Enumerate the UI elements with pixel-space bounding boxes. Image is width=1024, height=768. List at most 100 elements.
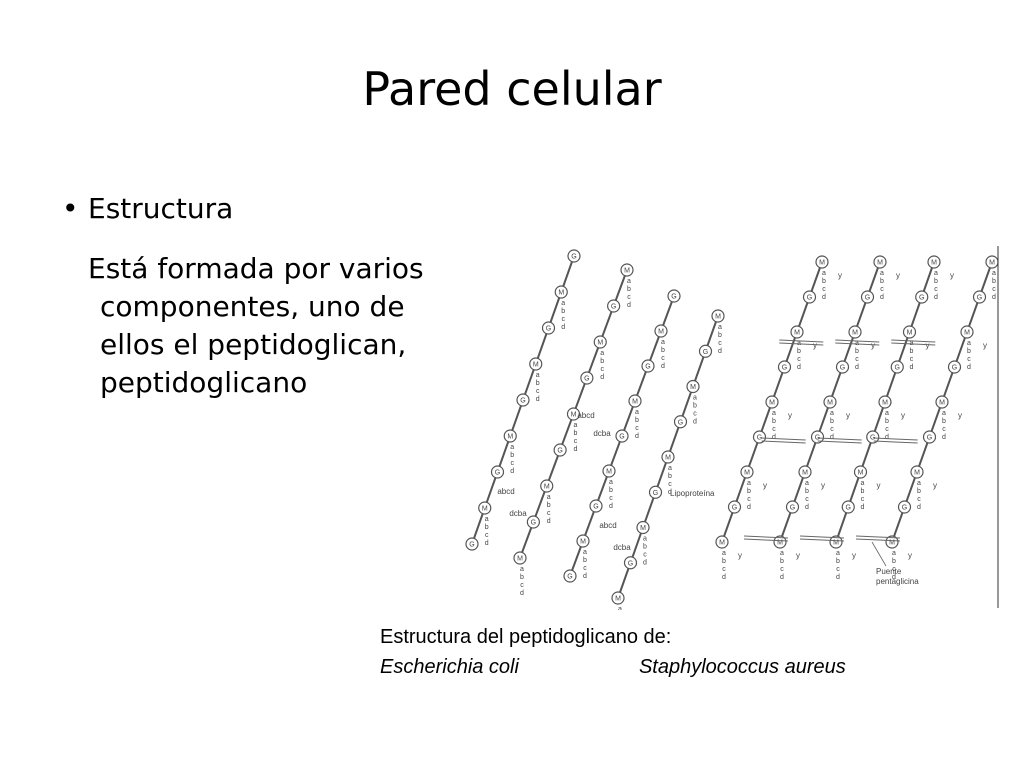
m-unit-label: M <box>606 469 612 476</box>
peptide-y: y <box>846 411 850 420</box>
peptide-c: c <box>520 582 524 589</box>
peptide-c: c <box>797 356 801 363</box>
paragraph-line-1: Está formada por varios <box>88 252 424 285</box>
peptide-b: b <box>627 286 631 293</box>
g-unit <box>866 430 880 444</box>
g-unit-label: G <box>952 365 957 372</box>
g-unit <box>490 465 505 479</box>
g-unit <box>607 299 621 313</box>
caption-saureus: Staphylococcus aureus <box>638 656 846 678</box>
caption-ecoli: Escherichia coli <box>380 656 519 678</box>
g-unit-label: G <box>895 365 900 372</box>
g-unit-label: G <box>703 349 708 356</box>
peptide-b: b <box>668 473 672 480</box>
g-unit <box>623 556 638 570</box>
g-unit <box>922 430 937 444</box>
g-unit <box>580 371 594 385</box>
g-unit-label: G <box>977 295 982 302</box>
m-unit-label: M <box>833 540 839 547</box>
peptide-d: d <box>780 574 784 581</box>
peptide-c: c <box>668 481 672 488</box>
pentaglycine-bridge <box>855 535 901 539</box>
g-unit-label: G <box>807 295 812 302</box>
pentaglycine-bridge <box>891 339 936 343</box>
pentaglycine-bridge <box>835 339 880 343</box>
g-unit-label: G <box>865 295 870 302</box>
g-unit-label: G <box>757 435 762 442</box>
peptide-c: c <box>934 286 938 293</box>
g-unit <box>541 321 556 335</box>
m-unit <box>554 285 568 299</box>
m-unit <box>686 379 700 394</box>
pentaglycine-bridge <box>891 342 936 346</box>
g-unit <box>752 430 767 444</box>
g-unit-label: G <box>611 304 616 311</box>
peptide-c: c <box>547 510 551 517</box>
peptide-d: d <box>668 489 672 496</box>
peptide-b: b <box>561 308 565 315</box>
bridge-label-2: pentaglicina <box>876 577 919 586</box>
g-unit-label: G <box>557 448 562 455</box>
peptide-b: b <box>917 488 921 495</box>
peptide-b: b <box>635 417 639 424</box>
g-unit-label: G <box>846 505 851 512</box>
peptide-a: a <box>992 270 996 277</box>
peptide-d: d <box>885 434 889 441</box>
peptide-c: c <box>780 566 784 573</box>
g-unit <box>673 415 688 429</box>
peptide-d: d <box>574 446 578 453</box>
m-unit-label: M <box>597 340 603 347</box>
m-unit-label: M <box>632 399 638 406</box>
peptide-b: b <box>892 558 896 565</box>
m-unit <box>848 325 862 339</box>
peptide-a: a <box>618 606 622 610</box>
m-unit <box>815 255 829 269</box>
peptide-c: c <box>880 286 884 293</box>
m-unit-label: M <box>819 260 825 267</box>
peptide-y: y <box>933 481 937 490</box>
peptide-a: a <box>861 480 865 487</box>
m-unit-label: M <box>827 400 833 407</box>
m-unit <box>927 255 941 269</box>
peptide-c: c <box>992 286 996 293</box>
paragraph-line-4: peptidoglicano <box>100 366 308 399</box>
m-unit-label: M <box>533 362 539 369</box>
g-unit-label: G <box>902 505 907 512</box>
peptide-d: d <box>583 573 587 580</box>
g-unit-label: G <box>571 254 576 261</box>
m-unit-label: M <box>571 412 577 419</box>
peptide-a: a <box>536 372 540 379</box>
peptide-b: b <box>885 418 889 425</box>
peptide-b: b <box>797 348 801 355</box>
peptide-b: b <box>718 332 722 339</box>
peptide-y: y <box>871 341 875 350</box>
m-unit-label: M <box>852 330 858 337</box>
peptide-y: y <box>821 481 825 490</box>
g-unit <box>835 360 850 374</box>
peptide-c: c <box>917 496 921 503</box>
peptide-c: c <box>855 356 859 363</box>
peptide-c: c <box>722 566 726 573</box>
peptide-d: d <box>805 504 809 511</box>
g-unit <box>567 249 581 263</box>
peptide-d: d <box>747 504 751 511</box>
peptide-c: c <box>822 286 826 293</box>
bridge-leader-line <box>871 541 887 567</box>
peptide-d: d <box>718 348 722 355</box>
peptide-a: a <box>627 278 631 285</box>
peptide-d: d <box>942 434 946 441</box>
paragraph: Está formada por varios componentes, uno… <box>88 250 468 402</box>
peptide-b: b <box>600 358 604 365</box>
peptide-b: b <box>583 557 587 564</box>
peptide-y: y <box>877 481 881 490</box>
peptide-c: c <box>583 565 587 572</box>
peptide-b: b <box>536 380 540 387</box>
m-unit <box>503 429 517 443</box>
m-unit-label: M <box>889 540 895 547</box>
g-unit-label: G <box>567 574 572 581</box>
g-unit-label: G <box>732 505 737 512</box>
peptide-c: c <box>772 426 776 433</box>
g-unit <box>860 290 875 304</box>
peptide-a: a <box>780 550 784 557</box>
m-unit-label: M <box>615 596 621 603</box>
